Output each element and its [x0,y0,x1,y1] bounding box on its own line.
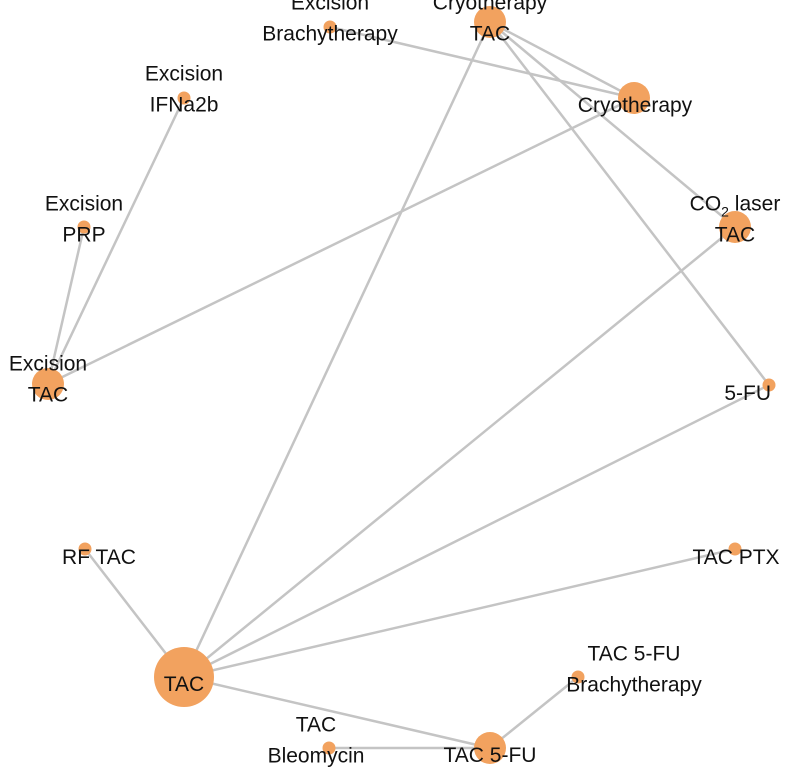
label-line: TAC [296,714,336,737]
label-line: Excision [9,353,87,376]
node-co2-laser-tac [719,211,751,243]
node-tac [154,647,214,707]
label-line: TAC PTX [692,546,779,569]
node-excision-brachytherapy [323,20,337,34]
edge-excision-ifna2b--excision-tac [46,97,186,385]
node-rf-tac [78,542,92,556]
label-tac-bleomycin: TAC Bleomycin [268,714,365,768]
edge-cryotherapy--excision-tac [47,96,635,386]
label-line: Cryotherapy [433,0,548,15]
label-tac-5fu-brachytherapy: TAC 5-FU Brachytherapy [566,643,702,697]
label-tac-ptx: TAC PTX [692,546,779,569]
edge-excision-brachytherapy--cryotherapy [329,25,635,100]
edge-cryotherapy-tac--co2-laser-tac [489,21,736,228]
label-line: CO2 laser [690,193,781,220]
edge-co2-laser-tac--tac [183,226,736,678]
label-line: Excision [45,193,123,216]
label-line: TAC [715,224,755,247]
edge-tac--tac-5fu [183,675,491,750]
node-tac-5fu-brachytherapy [571,670,585,684]
label-tac: TAC [164,673,204,696]
label-line: RF TAC [62,546,136,569]
label-line: Excision [145,63,223,86]
label-line: Brachytherapy [566,674,702,697]
label-5-fu: 5-FU [724,382,771,405]
node-cryotherapy [618,82,650,114]
node-5-fu [762,378,776,392]
label-line: IFNa2b [150,94,219,117]
label-line: TAC 5-FU [588,643,681,666]
label-line: Cryotherapy [578,94,693,117]
label-line: Bleomycin [268,745,365,768]
node-tac-ptx [728,542,742,556]
node-cryotherapy-tac [474,6,506,38]
edge-tac-5fu--tac-5fu-brachytherapy [489,676,579,749]
edge-cryotherapy-tac--cryotherapy [489,20,635,100]
node-excision-tac [32,368,64,400]
node-excision-ifna2b [177,91,191,105]
label-cryotherapy: Cryotherapy [578,94,693,117]
edge-5-fu--tac [183,383,770,679]
edge-cryotherapy-tac--tac [182,21,492,678]
network-edges [46,20,770,750]
label-line: TAC 5-FU [444,744,537,767]
node-excision-prp [77,220,91,234]
label-line: TAC [28,384,68,407]
edge-cryotherapy-tac--5-fu [489,21,770,386]
label-tac-5fu: TAC 5-FU [444,744,537,767]
label-line: TAC [164,673,204,696]
label-rf-tac: RF TAC [62,546,136,569]
label-line: TAC [470,23,510,46]
node-tac-5fu [474,732,506,764]
edge-excision-prp--excision-tac [46,226,86,385]
label-line: 5-FU [724,382,771,405]
label-line: Excision [291,0,369,15]
label-line: Brachytherapy [262,23,398,46]
node-tac-bleomycin [322,741,336,755]
edge-tac-ptx--tac [183,547,736,679]
label-line: PRP [62,224,105,247]
network-nodes [32,6,776,764]
